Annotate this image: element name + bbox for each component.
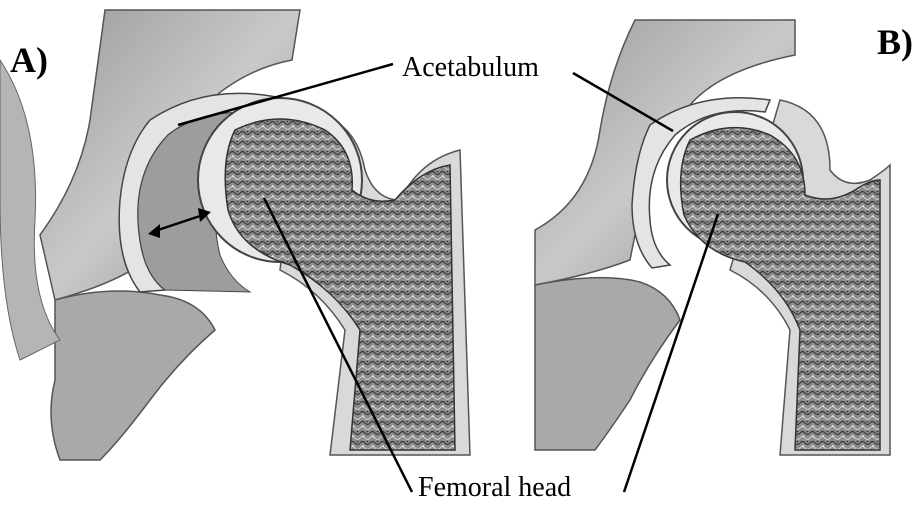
panel-label-a: A) bbox=[10, 42, 48, 78]
bone-edge-a bbox=[0, 60, 60, 360]
femoral-head-bone-b bbox=[681, 128, 880, 450]
panel-b-illustration bbox=[535, 20, 890, 455]
panel-a-illustration bbox=[0, 10, 470, 460]
femoral-head-label: Femoral head bbox=[418, 474, 571, 502]
pelvis-lower-b bbox=[535, 278, 680, 450]
acetabulum-label: Acetabulum bbox=[402, 54, 539, 82]
panel-label-b: B) bbox=[877, 24, 913, 60]
pelvis-lower-a bbox=[51, 291, 215, 460]
